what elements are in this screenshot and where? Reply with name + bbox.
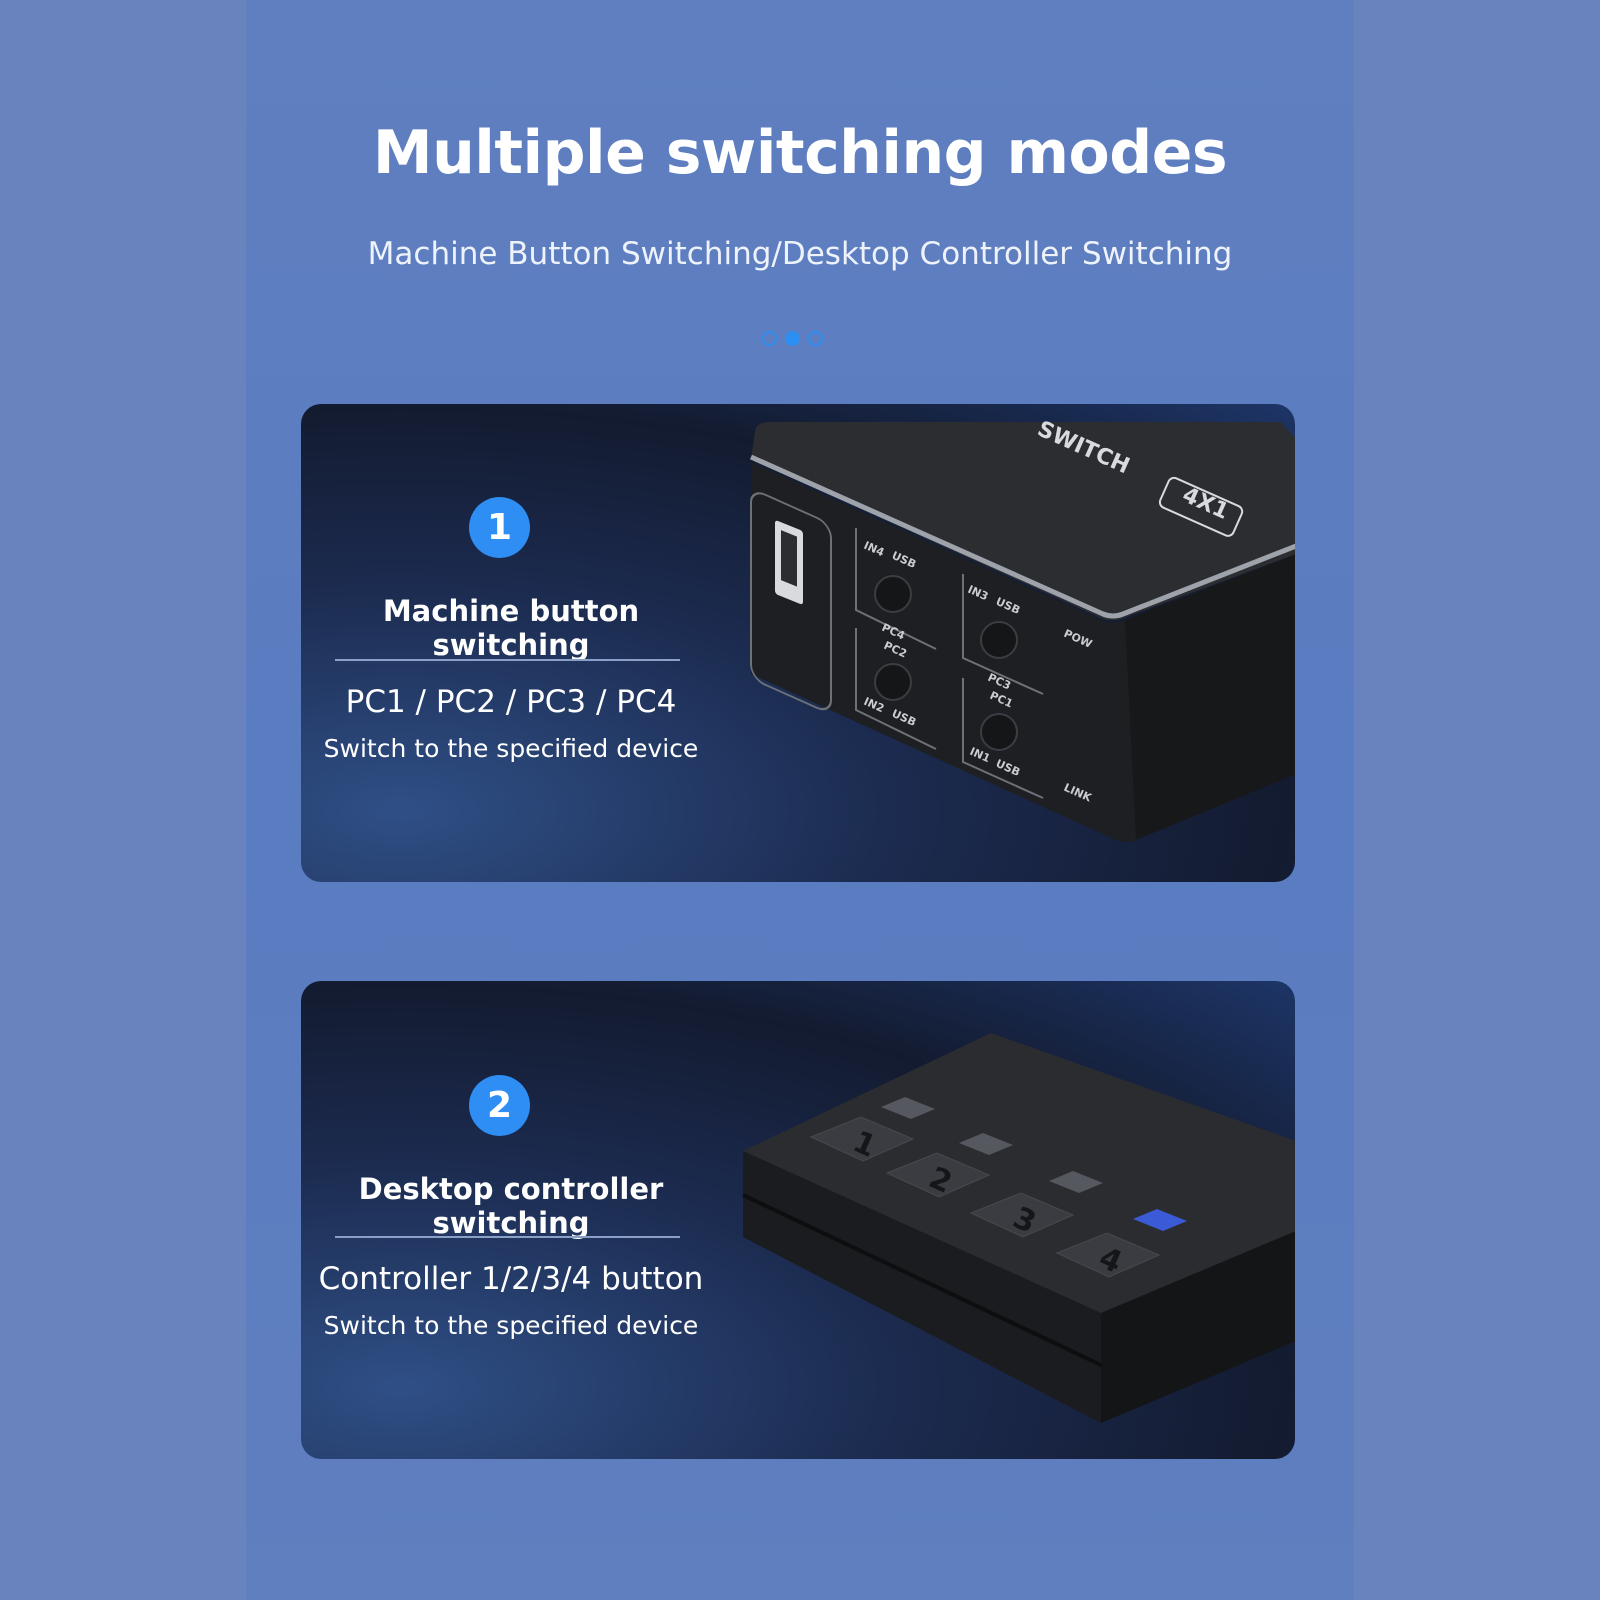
- divider: [335, 659, 680, 661]
- mode-text-block: 1 Machine button switching PC1 / PC2 / P…: [301, 404, 721, 882]
- divider: [335, 1236, 680, 1238]
- mode-line2: Switch to the specified device: [323, 1311, 699, 1340]
- mode-heading: Machine button switching: [382, 594, 640, 662]
- page-title: Multiple switching modes: [372, 118, 1228, 188]
- kvm-switch-illustration: IN4 USB PC4 PC2 IN2 USB IN3 USB PC3 PC1 …: [749, 417, 1295, 842]
- desktop-controller-illustration: 1 2 3 4: [742, 1033, 1295, 1423]
- pager-dots: [762, 331, 823, 346]
- mode-card-machine-button: 1 Machine button switching PC1 / PC2 / P…: [301, 404, 1295, 882]
- left-margin-panel: [0, 0, 246, 1600]
- mode-card-desktop-controller: 2 Desktop controller switching Controlle…: [301, 981, 1295, 1459]
- mode-line2: Switch to the specified device: [323, 734, 699, 763]
- pager-dot[interactable]: [808, 331, 823, 346]
- right-margin-panel: [1354, 0, 1600, 1600]
- step-number-badge: 2: [469, 1075, 530, 1136]
- mode-heading: Desktop controller switching: [358, 1172, 664, 1240]
- pager-dot-active[interactable]: [785, 331, 800, 346]
- pager-dot[interactable]: [762, 331, 777, 346]
- mode-line1: Controller 1/2/3/4 button: [318, 1261, 704, 1297]
- mode-text-block: 2 Desktop controller switching Controlle…: [301, 981, 721, 1459]
- mode-line1: PC1 / PC2 / PC3 / PC4: [345, 684, 677, 720]
- page-subtitle: Machine Button Switching/Desktop Control…: [367, 236, 1233, 272]
- step-number-badge: 1: [469, 497, 530, 558]
